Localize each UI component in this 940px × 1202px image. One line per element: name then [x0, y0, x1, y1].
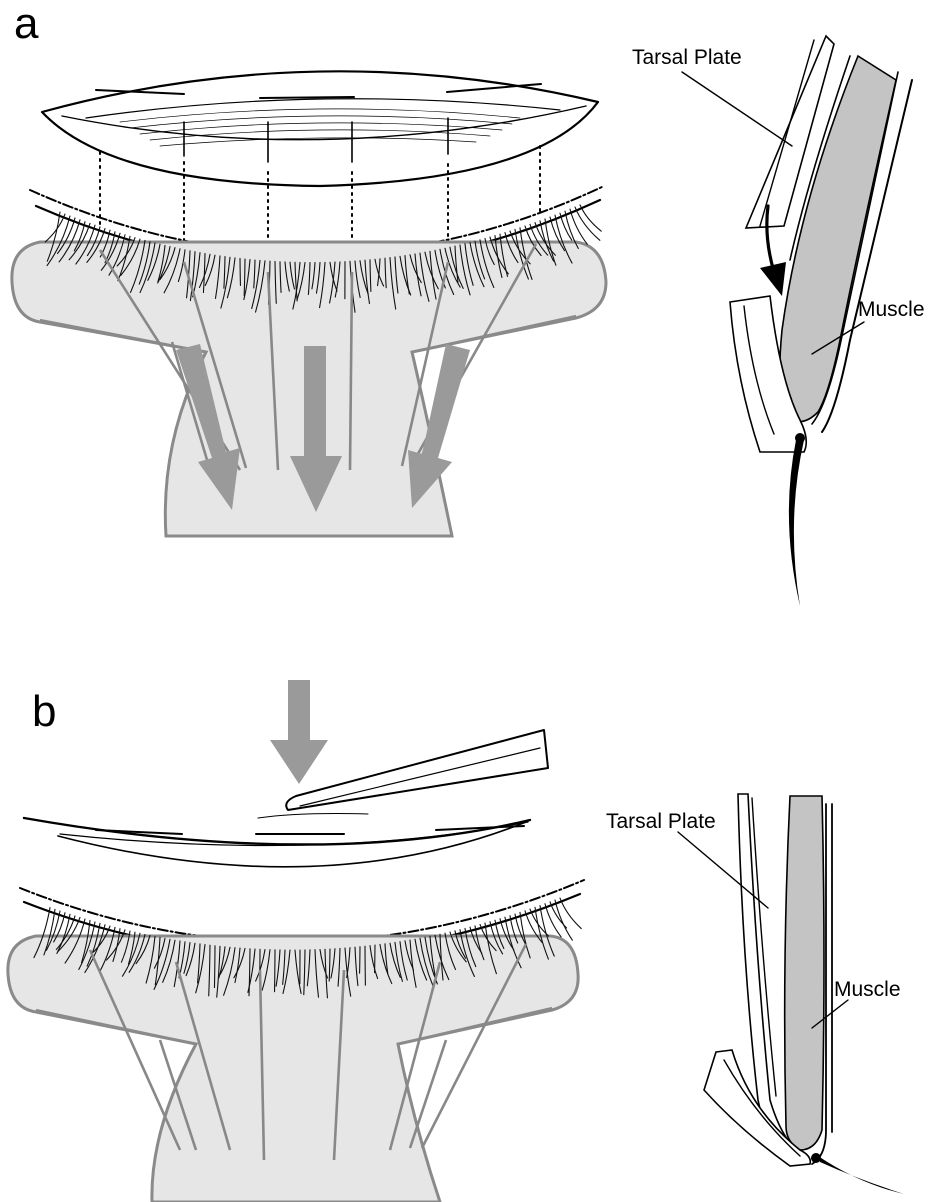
- panel-b-push-arrow: [270, 680, 328, 784]
- panel-b-muscle: [785, 796, 824, 1150]
- panel-a-label: a: [14, 0, 39, 48]
- panel-b: b: [8, 680, 904, 1202]
- panel-a-incision-crescent: [42, 71, 598, 186]
- panel-a-tarsal-plate-label: Tarsal Plate: [632, 46, 742, 69]
- panel-a: a: [12, 0, 925, 606]
- panel-a-eyelid-front-view: [12, 71, 606, 536]
- panel-a-sagittal-section: Tarsal Plate Muscle: [632, 36, 925, 606]
- panel-b-tarsal-plate-label: Tarsal Plate: [606, 810, 716, 833]
- panel-b-eyelid-front-view: [8, 818, 584, 1202]
- eyelash: [575, 207, 600, 240]
- panel-b-tape: [8, 936, 578, 1202]
- panel-b-label: b: [32, 687, 56, 736]
- panel-a-muscle-label: Muscle: [858, 298, 925, 321]
- eyelash: [214, 946, 215, 988]
- panel-b-sagittal-section: Tarsal Plate Muscle: [606, 794, 904, 1194]
- panel-b-muscle-label: Muscle: [834, 978, 901, 1001]
- panel-b-closed-incision: [24, 818, 530, 867]
- eyelash: [580, 205, 601, 231]
